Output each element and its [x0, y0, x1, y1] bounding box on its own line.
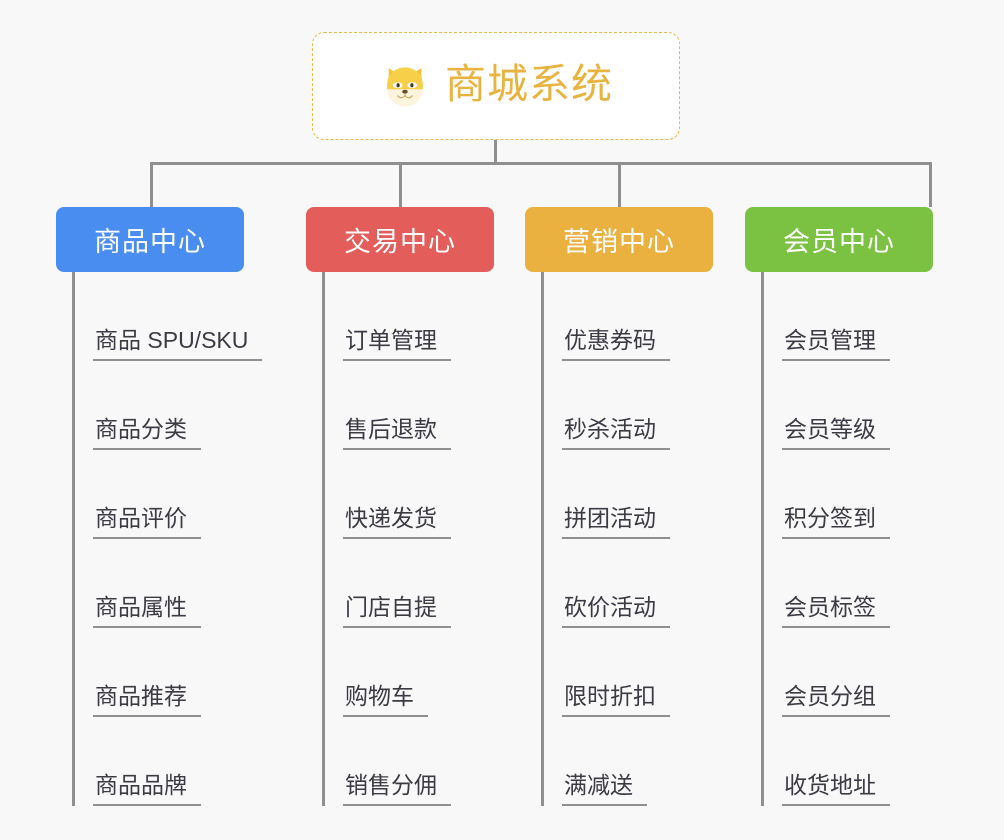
list-item-label: 商品品牌	[93, 773, 201, 806]
list-item-label: 商品评价	[93, 506, 201, 539]
list-item[interactable]: 会员标签	[761, 539, 890, 628]
connector-drop-2	[399, 162, 402, 207]
list-item[interactable]: 销售分佣	[322, 717, 451, 806]
column-header-label: 商品中心	[94, 227, 206, 257]
column-header-marketing-center[interactable]: 营销中心	[525, 207, 713, 272]
list-item-label: 门店自提	[343, 595, 451, 628]
list-item-label: 会员分组	[782, 684, 890, 717]
list-item-label: 商品 SPU/SKU	[93, 328, 263, 361]
column-items-marketing-center: 优惠券码秒杀活动拼团活动砍价活动限时折扣满减送	[541, 272, 670, 806]
list-item-label: 会员管理	[782, 328, 890, 361]
list-item-label: 商品推荐	[93, 684, 201, 717]
list-item-label: 商品分类	[93, 417, 201, 450]
column-items-trade-center: 订单管理售后退款快递发货门店自提购物车销售分佣	[322, 272, 451, 806]
list-item[interactable]: 收货地址	[761, 717, 890, 806]
list-item[interactable]: 会员等级	[761, 361, 890, 450]
list-item[interactable]: 商品 SPU/SKU	[72, 272, 263, 361]
list-item[interactable]: 积分签到	[761, 450, 890, 539]
root-title: 商城系统	[445, 60, 613, 107]
column-header-label: 会员中心	[783, 227, 895, 257]
list-item-label: 会员标签	[782, 595, 890, 628]
list-item[interactable]: 拼团活动	[541, 450, 670, 539]
list-item[interactable]: 会员管理	[761, 272, 890, 361]
connector-drop-1	[150, 162, 153, 207]
list-item-label: 优惠券码	[562, 328, 670, 361]
shiba-dog-face-icon	[379, 60, 431, 112]
list-item[interactable]: 满减送	[541, 717, 670, 806]
list-item-label: 砍价活动	[562, 595, 670, 628]
list-item-label: 售后退款	[343, 417, 451, 450]
list-item[interactable]: 订单管理	[322, 272, 451, 361]
list-item[interactable]: 商品推荐	[72, 628, 262, 717]
list-item[interactable]: 优惠券码	[541, 272, 670, 361]
column-items-product-center: 商品 SPU/SKU 商品分类商品评价商品属性商品推荐商品品牌	[72, 272, 263, 806]
list-item-label: 销售分佣	[343, 773, 451, 806]
list-item[interactable]: 商品属性	[72, 539, 262, 628]
list-item[interactable]: 快递发货	[322, 450, 451, 539]
list-item-label: 收货地址	[782, 773, 890, 806]
connector-drop-3	[618, 162, 621, 207]
list-item[interactable]: 商品分类	[72, 361, 262, 450]
list-item[interactable]: 秒杀活动	[541, 361, 670, 450]
column-items-member-center: 会员管理会员等级积分签到会员标签会员分组收货地址	[761, 272, 890, 806]
list-item[interactable]: 门店自提	[322, 539, 451, 628]
column-header-label: 交易中心	[344, 227, 456, 257]
list-item-label: 订单管理	[343, 328, 451, 361]
list-item[interactable]: 商品评价	[72, 450, 262, 539]
list-item[interactable]: 砍价活动	[541, 539, 670, 628]
list-item-label: 限时折扣	[562, 684, 670, 717]
column-header-member-center[interactable]: 会员中心	[745, 207, 933, 272]
root-node[interactable]: 商城系统	[312, 32, 680, 140]
list-item[interactable]: 购物车	[322, 628, 451, 717]
list-item-label: 购物车	[343, 684, 428, 717]
list-item[interactable]: 会员分组	[761, 628, 890, 717]
column-header-trade-center[interactable]: 交易中心	[306, 207, 494, 272]
list-item-label: 拼团活动	[562, 506, 670, 539]
connector-drop-4	[929, 162, 932, 207]
list-item-label: 满减送	[562, 773, 647, 806]
list-item[interactable]: 限时折扣	[541, 628, 670, 717]
list-item[interactable]: 售后退款	[322, 361, 451, 450]
list-item-label: 会员等级	[782, 417, 890, 450]
list-item-label: 积分签到	[782, 506, 890, 539]
column-header-label: 营销中心	[563, 227, 675, 257]
column-header-product-center[interactable]: 商品中心	[56, 207, 244, 272]
list-item-label: 快递发货	[343, 506, 451, 539]
list-item-label: 秒杀活动	[562, 417, 670, 450]
list-item-label: 商品属性	[93, 595, 201, 628]
connector-horizontal-bar	[150, 162, 932, 165]
connector-root-stem	[494, 140, 497, 164]
list-item[interactable]: 商品品牌	[72, 717, 262, 806]
